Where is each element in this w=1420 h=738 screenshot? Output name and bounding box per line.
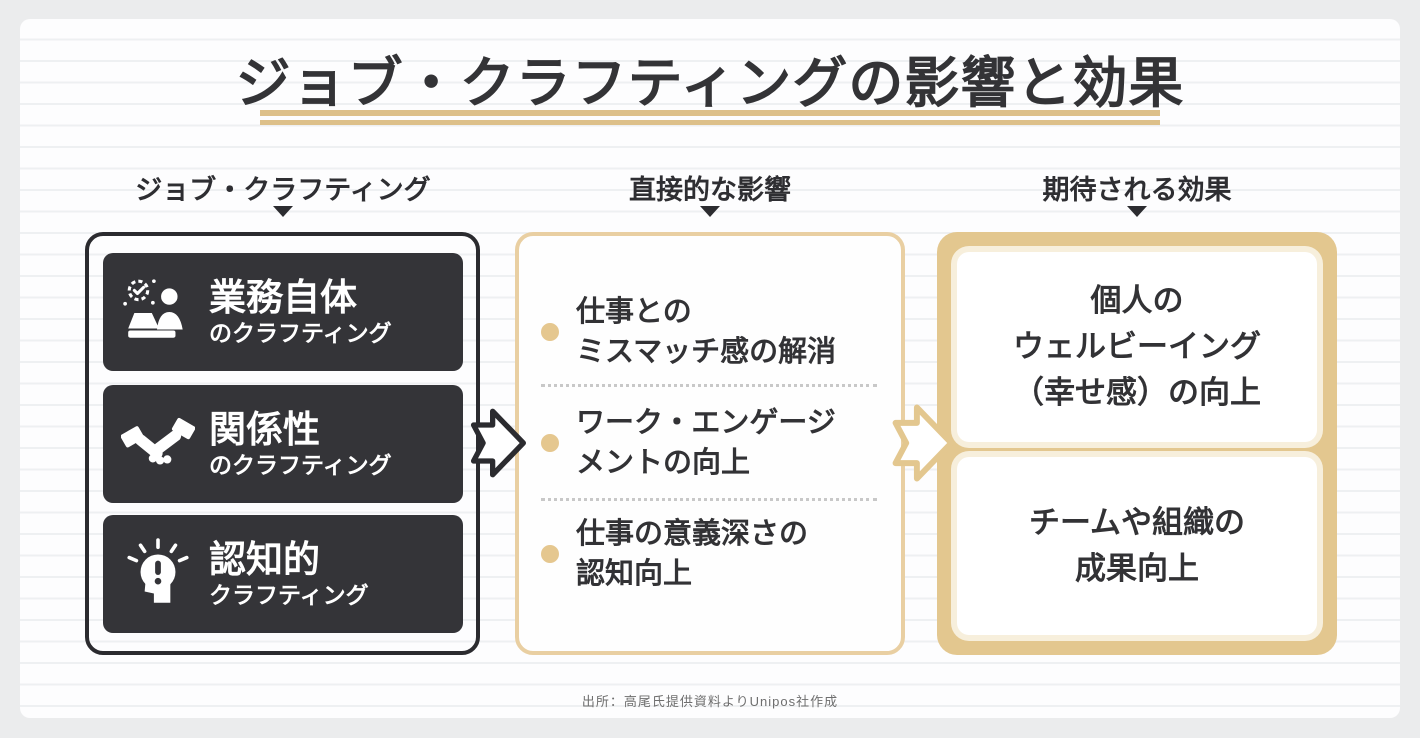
impact-item-engagement: ワーク・エンゲージ メントの向上	[541, 403, 879, 483]
item-main-label: 認知的	[209, 539, 320, 580]
item-main-label: 関係性	[209, 409, 320, 450]
list-item-task-crafting: 業務自体 のクラフティング	[103, 253, 463, 371]
item-main-label: 業務自体	[209, 277, 357, 318]
title-double-underline	[260, 110, 1160, 125]
underline-bar	[260, 120, 1160, 125]
impact-label: 仕事との ミスマッチ感の解消	[576, 296, 837, 368]
triangle-down-icon	[273, 206, 293, 217]
impact-label: ワーク・エンゲージ メントの向上	[576, 407, 836, 479]
impact-item-meaningfulness: 仕事の意義深さの 認知向上	[541, 514, 879, 594]
dotted-divider	[541, 384, 877, 387]
item-sub-label: のクラフティング	[209, 452, 392, 478]
job-crafting-group-box	[85, 232, 480, 655]
source-attribution: 出所：高尾氏提供資料よりUnipos社作成	[581, 694, 839, 709]
bullet-dot-icon	[541, 434, 559, 452]
dotted-divider	[541, 498, 877, 501]
triangle-down-icon	[700, 206, 720, 217]
desk-work-clock-icon	[119, 270, 197, 354]
list-item-cognitive-crafting: 認知的 クラフティング	[103, 515, 463, 633]
triangle-down-icon	[1127, 206, 1147, 217]
effect-team-results: チームや組織の 成果向上	[957, 457, 1317, 635]
column-header-expected-effects: 期待される効果	[1042, 175, 1232, 205]
column-header-job-crafting: ジョブ・クラフティング	[135, 175, 431, 205]
arrow-right-icon	[470, 408, 526, 478]
handshake-icon	[119, 402, 197, 486]
insight-head-icon	[119, 532, 197, 616]
item-sub-label: クラフティング	[209, 582, 369, 608]
list-item-relational-crafting: 関係性 のクラフティング	[103, 385, 463, 503]
column-header-direct-impact: 直接的な影響	[629, 175, 791, 205]
impact-label: 仕事の意義深さの 認知向上	[576, 518, 809, 590]
arrow-right-icon	[892, 404, 955, 482]
effect-wellbeing: 個人の ウェルビーイング （幸せ感）の向上	[957, 252, 1317, 442]
bullet-dot-icon	[541, 323, 559, 341]
item-sub-label: のクラフティング	[209, 320, 392, 346]
impact-item-mismatch: 仕事との ミスマッチ感の解消	[541, 292, 879, 372]
underline-bar	[260, 110, 1160, 116]
page-title: ジョブ・クラフティングの影響と効果	[235, 52, 1185, 114]
bullet-dot-icon	[541, 545, 559, 563]
